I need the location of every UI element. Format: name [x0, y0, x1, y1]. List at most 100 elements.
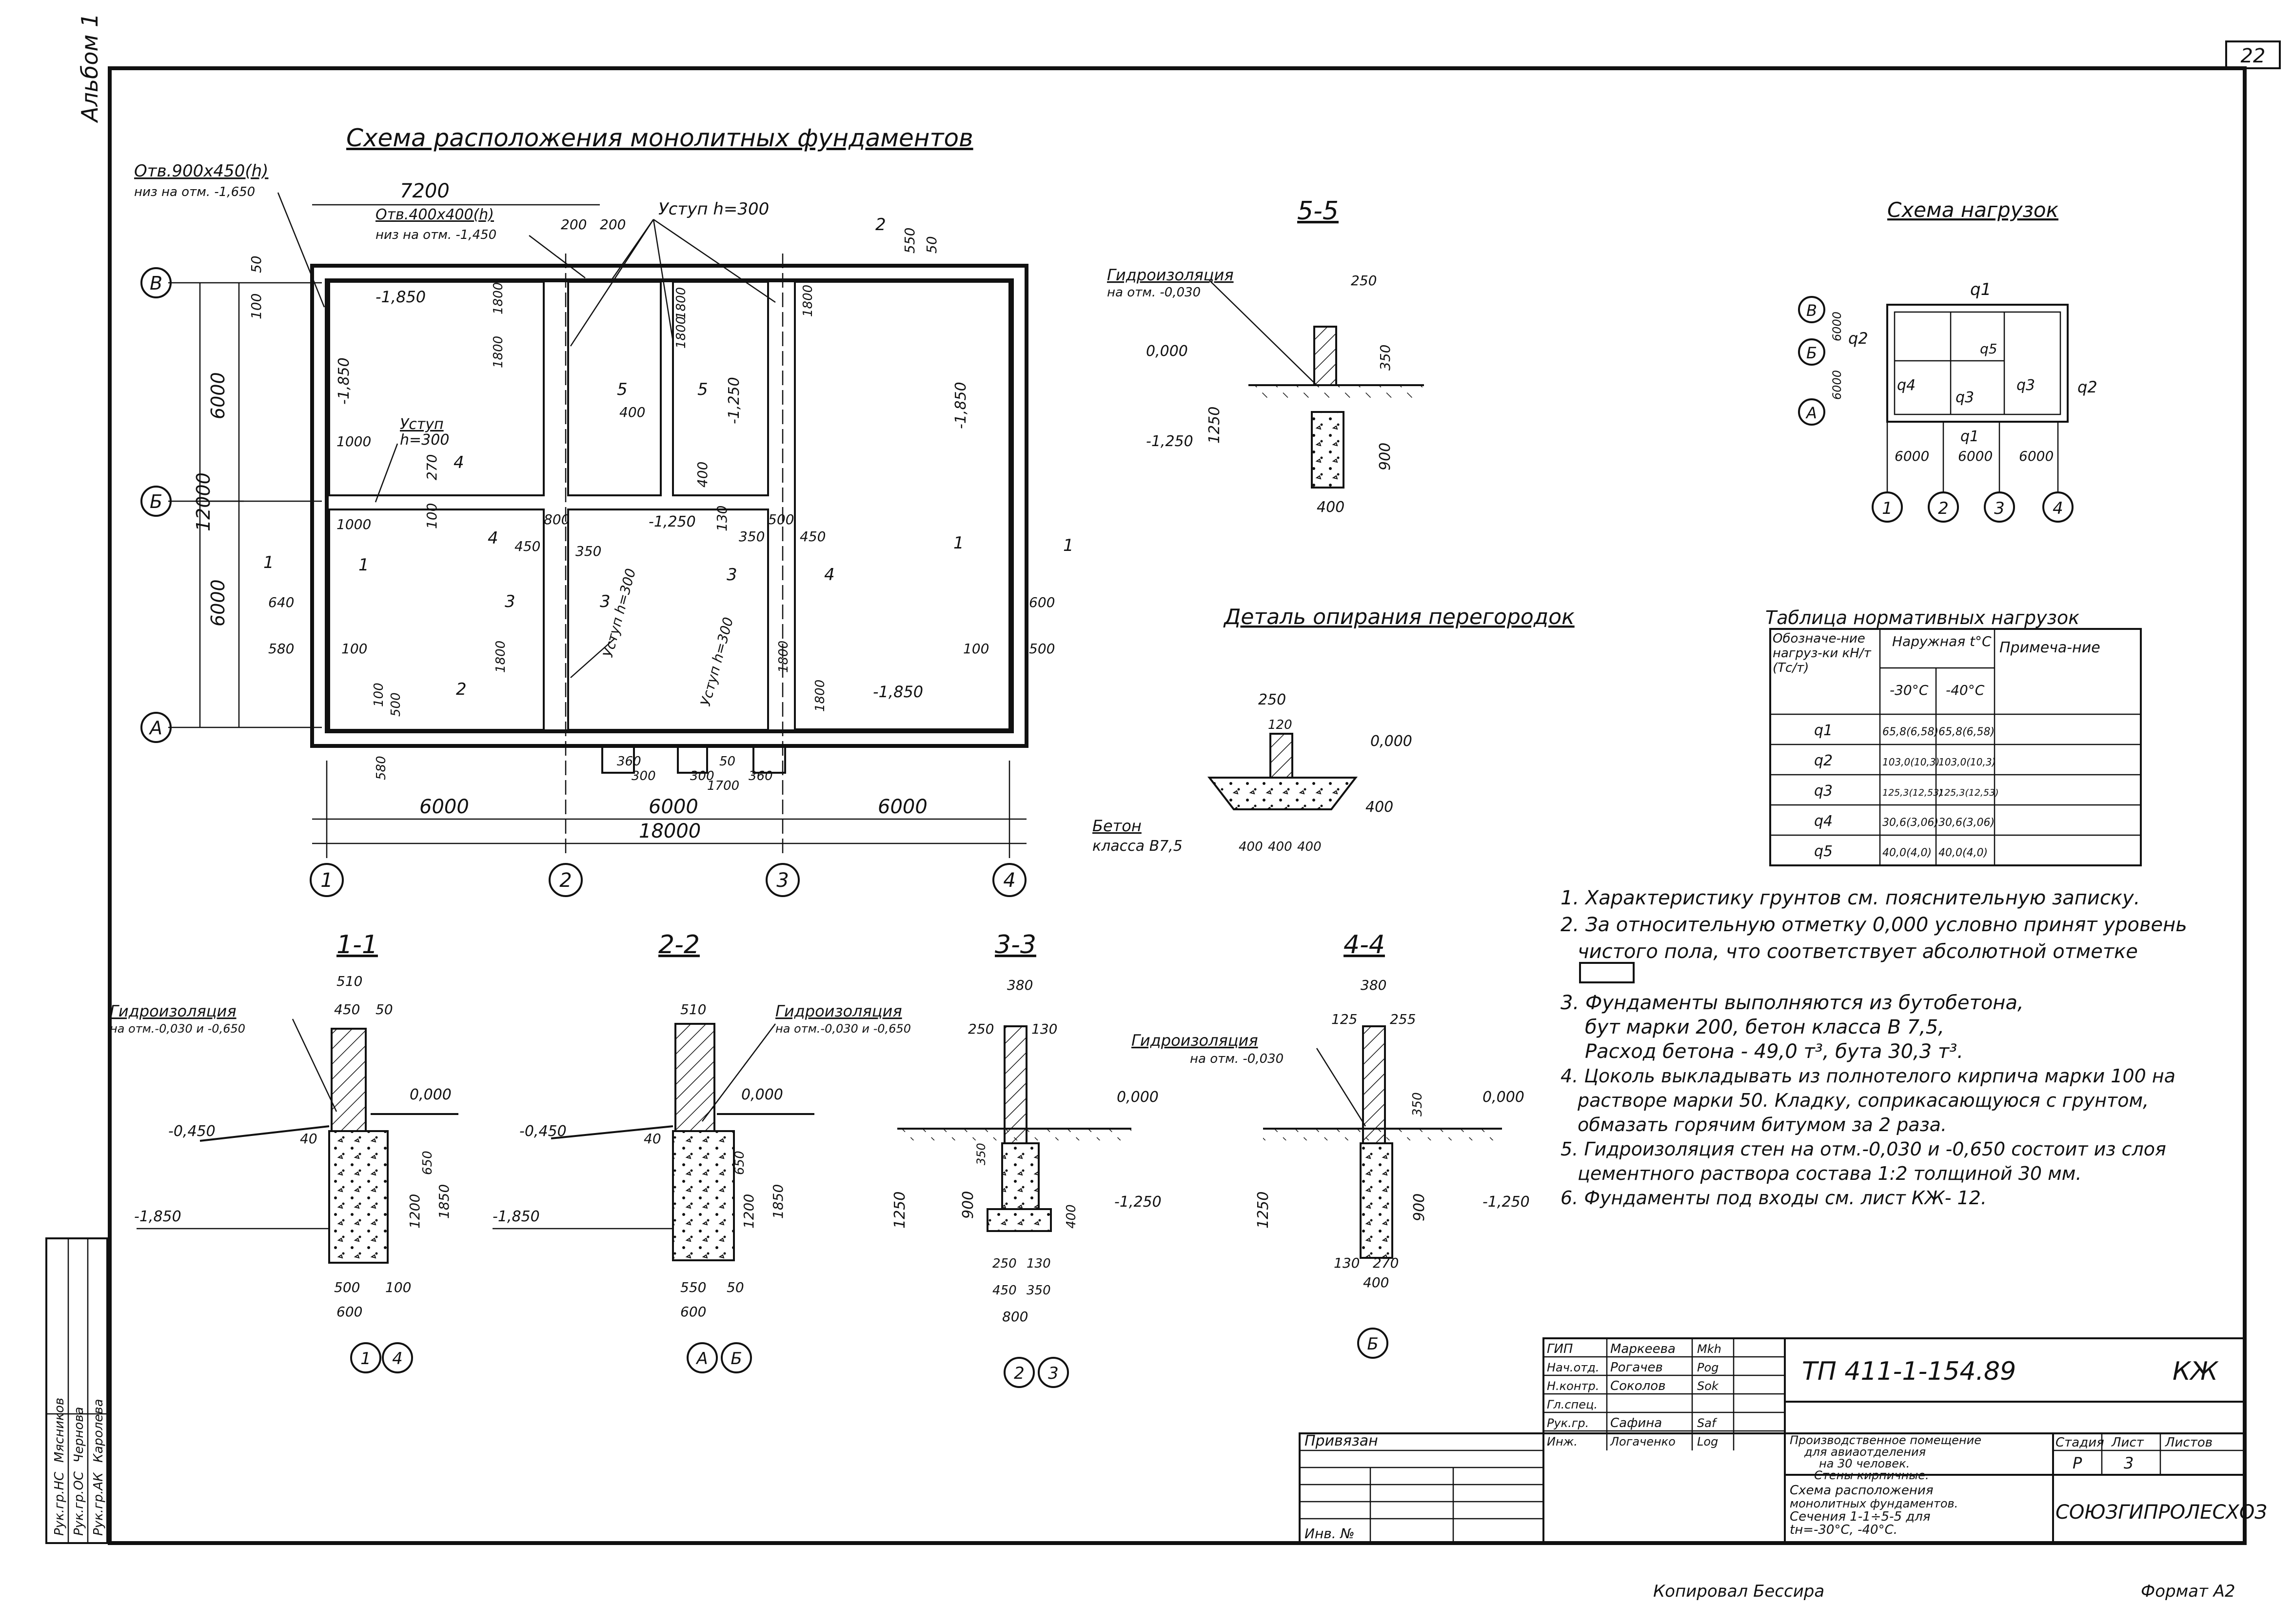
note-line-9: обмазать горячим битумом за 2 раза. — [1578, 1114, 1947, 1135]
stamp-sign-2: Pog — [1697, 1361, 1719, 1374]
load-q1-bottom: q1 — [1960, 428, 1979, 445]
dim-550: 550 — [902, 228, 918, 254]
footer-copied: Копировал Бессира — [1653, 1582, 1824, 1601]
step-label-3: Уступ h=300 — [600, 567, 639, 659]
plan-elev-4: -1,850 — [952, 382, 969, 429]
dim-100d: 100 — [963, 641, 989, 657]
section-5-5-ground — [1248, 386, 1424, 398]
side-stamp-role-3: Рук.гр.АК — [91, 1472, 106, 1536]
stamp-sign-3: Sok — [1697, 1379, 1719, 1393]
dim-span-3: 6000 — [878, 796, 928, 818]
stamp-role-3: Н.контр. — [1547, 1379, 1599, 1393]
dim-total: 18000 — [639, 820, 701, 842]
plan-elev-6: -1,850 — [873, 683, 923, 701]
section-4-4-ground — [1263, 1130, 1502, 1140]
load-bottom-2: 6000 — [1958, 448, 1993, 464]
page-number-box — [2225, 40, 2281, 69]
step-leader-1 — [570, 219, 654, 347]
dim-50c: 50 — [719, 754, 735, 769]
plan-elev-3: -1,250 — [726, 377, 743, 424]
step-leader-2 — [609, 219, 654, 283]
section-4-4-title: 4-4 — [1344, 930, 1385, 959]
section-5-5-title: 5-5 — [1297, 196, 1339, 226]
load-axis-3-label: 3 — [1994, 499, 2005, 518]
load-bottom-3: 6000 — [2019, 448, 2054, 464]
stamp-sign-1: Mkh — [1697, 1342, 1721, 1356]
room-3 — [672, 281, 769, 496]
dim-450b: 450 — [800, 528, 826, 545]
axis-label-2: 2 — [559, 869, 572, 892]
room-1 — [328, 281, 545, 496]
dim-200b: 200 — [600, 216, 626, 233]
room-4 — [794, 281, 1010, 730]
inv-label: Инв. № — [1304, 1526, 1355, 1542]
load-table-h2: Наружная t°C — [1892, 633, 1992, 649]
cut-mark-4b: 4 — [454, 453, 464, 472]
lt-row5-a: 40,0(4,0) — [1882, 847, 1932, 859]
section-5-5-bottom: -1,250 — [1146, 433, 1193, 450]
stamp-sheet-title-1: Схема расположения — [1790, 1483, 1933, 1498]
lt-row4-a: 30,6(3,06) — [1882, 817, 1938, 829]
dim-12000: 12000 — [193, 472, 214, 531]
step-leader-5 — [375, 443, 398, 503]
section-2-2-left-el: -0,450 — [519, 1123, 567, 1140]
section-1-1-wall — [331, 1028, 367, 1132]
section-2-2-b1: 550 — [680, 1279, 706, 1295]
step-label-1: Уступ h=300 — [658, 199, 769, 219]
section-4-4-b3: 400 — [1363, 1274, 1389, 1291]
load-q2-right: q2 — [2077, 378, 2097, 396]
section-1-1-ground — [199, 1125, 330, 1142]
section-5-5-d350: 350 — [1377, 345, 1393, 371]
section-3-3-axis-2-label: 2 — [1014, 1364, 1025, 1383]
section-4-4-bottom: -1,250 — [1482, 1194, 1530, 1211]
note-line-2: 2. За относительную отметку 0,000 условн… — [1561, 914, 2187, 936]
dim-1700: 1700 — [707, 779, 739, 793]
side-stamp-frame — [45, 1237, 108, 1544]
load-table-h-b: -40°С — [1946, 682, 1985, 698]
section-2-2-wall — [674, 1023, 715, 1132]
step-label-2: Уступ — [400, 416, 444, 433]
load-axis-4-label: 4 — [2053, 499, 2063, 518]
stamp-name-6: Логаченко — [1610, 1435, 1676, 1448]
load-table-h1: Обозначе-ние нагруз-ки кН/т (Тс/т) — [1773, 631, 1871, 675]
detail-b2: 400 — [1268, 840, 1292, 854]
section-1-1-left-el: -0,450 — [168, 1123, 216, 1140]
axis-label-1: 1 — [320, 869, 333, 892]
partition-detail: Деталь опирания перегородок 250 120 0,00… — [1092, 605, 1575, 855]
section-2-2-d1850: 1850 — [770, 1184, 786, 1219]
section-1-1-bottom: -1,850 — [134, 1208, 181, 1225]
stamp-role-2: Нач.отд. — [1547, 1361, 1599, 1374]
title-block: Привязан Инв. № ГИП Нач.отд. Н.контр. Гл… — [1299, 1337, 2267, 1544]
dim-100e: 100 — [372, 683, 386, 707]
section-1-1-axis-4 — [382, 1342, 413, 1373]
dim-50b: 50 — [248, 255, 264, 273]
section-3-3-wall — [1004, 1025, 1027, 1144]
step-leader-6 — [570, 638, 615, 678]
section-1-1-hydro: Гидроизоляция — [110, 1002, 237, 1020]
section-3-3-ground — [897, 1130, 1131, 1140]
load-q3-b: q3 — [2016, 377, 2035, 394]
detail-slab — [1207, 777, 1358, 810]
cut-mark-4c: 4 — [824, 565, 835, 585]
dim-580b: 580 — [374, 756, 389, 780]
cut-marks: 1 1 2 3 3 4 4 5 5 1 1 2 3 4 — [263, 215, 1074, 699]
cut-mark-3c: 3 — [727, 565, 737, 585]
step-label-2-h: h=300 — [400, 431, 449, 449]
dim-1800a: 1800 — [491, 282, 506, 314]
stamp-name-5: Сафина — [1610, 1416, 1662, 1430]
stamp-stage-header: Стадия — [2055, 1435, 2104, 1450]
stamp-org: СОЮЗГИПРОЛЕСХОЗ — [2055, 1501, 2267, 1524]
stamp-role-4: Гл.спец. — [1547, 1398, 1598, 1411]
section-5-5-hydro: Гидроизоляция — [1107, 266, 1234, 284]
side-stamp-name-2: Чернова — [72, 1407, 86, 1463]
absolute-elevation-box — [1579, 962, 1635, 983]
load-axis-1-label: 1 — [1882, 499, 1893, 518]
section-1-1-top3: 50 — [375, 1001, 393, 1017]
load-axis-1 — [1872, 491, 1903, 523]
section-4-4-d350: 350 — [1410, 1092, 1425, 1116]
load-table-title: Таблица нормативных нагрузок — [1765, 607, 2079, 628]
note-line-1: 1. Характеристику грунтов см. пояснитель… — [1561, 887, 2140, 909]
load-scheme-outer — [1886, 304, 2069, 423]
section-3-3-d900: 900 — [960, 1191, 977, 1219]
